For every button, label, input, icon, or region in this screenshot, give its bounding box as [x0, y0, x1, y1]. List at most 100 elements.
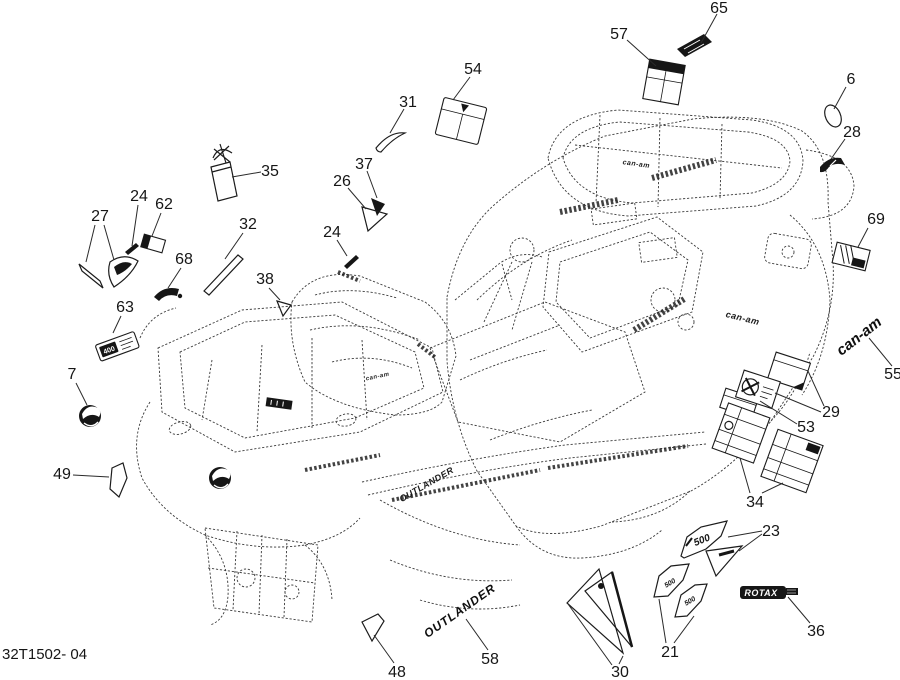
leader-line-48: [373, 634, 395, 664]
leader-line-26: [347, 187, 367, 210]
callout-57: 57: [610, 26, 628, 43]
decal-21a-text: 500: [663, 578, 677, 590]
decal-21-badge-a: 500: [653, 563, 690, 598]
callout-21: 21: [661, 644, 679, 661]
callout-69: 69: [867, 211, 885, 228]
decal-32: [203, 254, 244, 296]
body-decal-canam-hood: can-am: [365, 372, 390, 383]
decal-34-label-a: [711, 402, 771, 464]
callout-30: 30: [611, 664, 629, 680]
callout-31: 31: [399, 94, 417, 111]
decal-23-badge: 500: [680, 520, 728, 559]
footboard-tread: [391, 468, 541, 502]
leader-line-27: [103, 224, 115, 261]
decal-24-strip-a: [125, 243, 139, 255]
leader-line-29: [774, 392, 822, 413]
body-decal-canam-top: can-am: [622, 159, 650, 170]
callout-35: 35: [261, 163, 279, 180]
callout-37: 37: [355, 156, 373, 173]
leader-line-36: [787, 596, 811, 624]
leader-line-30: [618, 655, 624, 665]
leader-line-30: [567, 603, 613, 666]
leader-line-35: [231, 171, 262, 178]
leader-line-23: [727, 530, 763, 538]
callout-34: 34: [746, 494, 764, 511]
callout-23: 23: [762, 523, 780, 540]
decal-69: [831, 241, 871, 272]
callout-49: 49: [53, 466, 71, 483]
decal-35: [210, 143, 238, 202]
decal-6: [824, 104, 842, 128]
decal-62: [140, 233, 167, 254]
leader-line-63: [112, 315, 122, 334]
leader-line-24b: [336, 239, 348, 257]
leader-line-21: [658, 598, 667, 644]
tread-band: [559, 197, 619, 215]
decal-21-badge-b: 500: [674, 583, 708, 618]
decal-65: [677, 34, 712, 57]
decal-48: [361, 613, 385, 643]
decal-21b-text: 500: [683, 596, 697, 608]
body-decal-outlander: OUTLANDER: [398, 465, 456, 504]
leader-line-27: [85, 224, 96, 263]
leader-line-32: [224, 232, 244, 260]
leader-line-65: [700, 13, 718, 44]
callout-63: 63: [116, 299, 134, 316]
body-decal-brp-logo: [209, 467, 231, 489]
leader-line-68: [167, 267, 182, 289]
leader-line-62: [151, 212, 162, 237]
decal-68: [154, 288, 183, 301]
decal-27: [78, 256, 139, 289]
leader-line-28: [830, 138, 846, 160]
leader-line-23: [738, 533, 763, 552]
decal-38: [275, 300, 292, 318]
callout-6: 6: [847, 71, 856, 88]
decal-55-canam: can-am: [833, 314, 885, 360]
decal-34-label-b: [760, 428, 824, 494]
leader-line-57: [626, 39, 657, 67]
decal-29-label-a: [766, 351, 812, 391]
callout-26: 26: [333, 173, 351, 190]
leader-line-24a: [131, 204, 139, 247]
decal-23-swoosh: [705, 545, 744, 578]
tread-band: [651, 157, 717, 181]
decal-63: 400: [95, 331, 140, 362]
decal-37: [371, 198, 385, 216]
leader-line-49: [72, 474, 110, 478]
callout-28: 28: [843, 124, 861, 141]
decal-24-strip-b: [344, 255, 359, 269]
sheet-number: 32T1502- 04: [2, 646, 88, 663]
decal-36-rotax: ROTAX: [740, 586, 798, 599]
hood-band: [337, 270, 361, 283]
callout-29: 29: [822, 404, 840, 421]
leader-line-7: [75, 382, 88, 406]
leader-line-21: [673, 615, 695, 644]
callout-62: 62: [155, 196, 173, 213]
body-decal-canam-rear: can-am: [725, 309, 761, 327]
leader-line-54: [452, 76, 471, 101]
callout-32: 32: [239, 216, 257, 233]
callout-53: 53: [797, 419, 815, 436]
decal-36-text: ROTAX: [744, 588, 778, 598]
leader-line-34: [739, 457, 751, 494]
decal-54: [434, 97, 488, 145]
leader-line-6: [833, 86, 847, 110]
footboard-tread: [304, 453, 381, 472]
callout-54: 54: [464, 61, 482, 78]
callout-27: 27: [91, 208, 109, 225]
body-decal-model-badge: [265, 397, 293, 410]
decal-31: [375, 132, 408, 153]
decal-57: [642, 58, 686, 106]
decal-49: [109, 462, 128, 499]
callout-7: 7: [68, 366, 77, 383]
decal-26: [361, 206, 389, 233]
decal-30: [566, 567, 634, 655]
callout-48: 48: [388, 664, 406, 680]
decal-58-outlander: OUTLANDER: [421, 581, 498, 641]
decal-7-brp-logo: [79, 405, 101, 427]
callout-55: 55: [884, 366, 900, 383]
callout-38: 38: [256, 271, 274, 288]
atv-wireframe: OUTLANDER can-am can-am can-am: [136, 109, 855, 626]
leader-line-53: [759, 400, 798, 425]
